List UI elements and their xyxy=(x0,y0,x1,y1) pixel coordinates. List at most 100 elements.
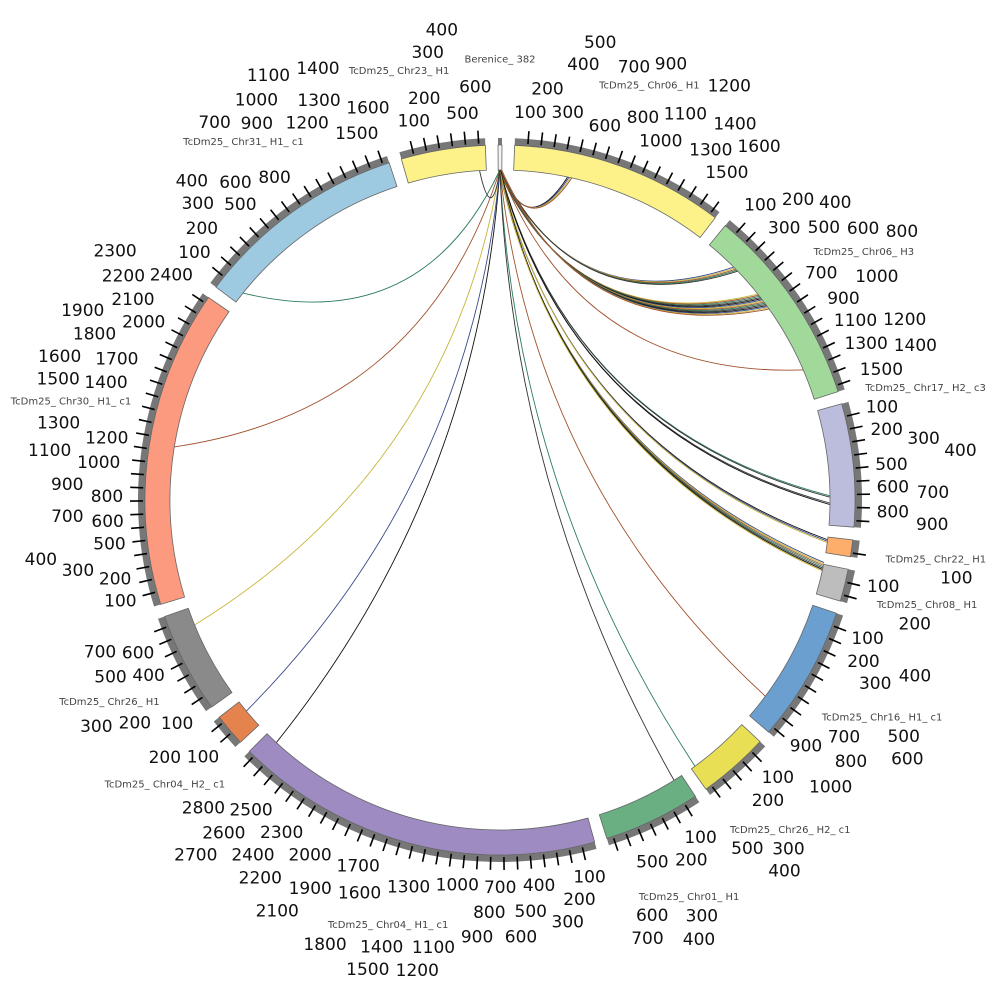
tick-label: 700 xyxy=(484,878,516,898)
tick-mark xyxy=(307,805,317,818)
tick-mark xyxy=(136,565,150,570)
ideogram-TcDm25_Chr26_H1[interactable] xyxy=(164,607,233,708)
ideogram-TcDm25_Chr01_H1[interactable] xyxy=(598,774,696,840)
chromosome-label: Berenice_ 382 xyxy=(464,55,535,66)
tick-label: 1500 xyxy=(37,369,80,389)
tick-label: 1500 xyxy=(705,163,748,183)
tick-label: 2000 xyxy=(122,313,165,333)
tick-label: 800 xyxy=(877,502,909,522)
link-ribbon xyxy=(500,169,823,570)
tick-mark xyxy=(280,200,290,213)
tick-mark xyxy=(722,778,732,790)
ideogram-TcDm25_Chr23_H1[interactable] xyxy=(400,144,487,184)
tick-label: 400 xyxy=(819,193,851,213)
tick-mark xyxy=(421,848,427,862)
tick-label: 1900 xyxy=(61,301,104,321)
tick-mark xyxy=(684,804,693,817)
link-ribbon xyxy=(246,169,501,712)
tick-label: 300 xyxy=(907,429,939,449)
tick-mark xyxy=(755,241,766,252)
ideogram-TcDm25_Chr04_H2_c1[interactable] xyxy=(218,701,260,743)
ideogram-TcDm25_Chr26_H2_c1[interactable] xyxy=(690,724,761,790)
tick-label: 200 xyxy=(149,748,181,768)
tick-label: 1200 xyxy=(396,961,439,981)
tick-mark xyxy=(448,853,453,867)
tick-label: 300 xyxy=(686,907,718,927)
tick-mark xyxy=(364,155,371,168)
tick-label: 1600 xyxy=(338,884,381,904)
chromosome-label: TcDm25_ Chr26_ H2_ c1 xyxy=(729,825,851,836)
tick-mark xyxy=(796,294,809,303)
tick-mark xyxy=(629,155,636,168)
tick-label: 2400 xyxy=(150,265,193,285)
tick-mark xyxy=(782,717,794,727)
tick-mark xyxy=(846,412,860,417)
tick-label: 400 xyxy=(25,550,57,570)
ideogram-Berenice_382[interactable] xyxy=(497,144,503,171)
tick-label: 600 xyxy=(122,643,154,663)
tick-label: 2600 xyxy=(202,824,245,844)
tick-label: 400 xyxy=(899,667,931,687)
tick-label: 100 xyxy=(851,629,883,649)
tick-label: 2100 xyxy=(111,290,154,310)
tick-label: 1500 xyxy=(346,960,389,980)
tick-mark xyxy=(604,146,611,160)
tick-label: 1300 xyxy=(387,877,430,897)
chromosome-label: TcDm25_ Chr26_ H1 xyxy=(58,697,159,708)
tick-mark xyxy=(811,673,824,682)
chromosome-label: TcDm25_ Chr30_ H1_ c1 xyxy=(10,397,132,408)
tick-label: 500 xyxy=(446,104,478,124)
link-ribbon xyxy=(499,169,675,781)
chromosome-label: TcDm25_ Chr23_ H1 xyxy=(348,66,449,77)
ideogram-TcDm25_Chr16_H1_c1[interactable] xyxy=(749,604,837,733)
tick-mark xyxy=(579,139,584,153)
tick-label: 2400 xyxy=(231,846,274,866)
ideogram-TcDm25_Chr04_H1_c1[interactable] xyxy=(248,733,596,856)
ideogram-TcDm25_Chr31_H1_c1[interactable] xyxy=(215,162,398,303)
tick-label: 1300 xyxy=(37,413,80,433)
tick-layer: 1002003004005006007008009001000110012001… xyxy=(25,21,977,981)
tick-label: 900 xyxy=(461,927,493,947)
tick-mark xyxy=(823,649,836,657)
ideogram-TcDm25_Chr17_H2_c3[interactable] xyxy=(817,403,856,528)
tick-mark xyxy=(369,833,376,847)
tick-mark xyxy=(159,638,172,646)
link-ribbon xyxy=(499,169,831,498)
tick-label: 1200 xyxy=(883,310,926,330)
tick-label: 300 xyxy=(411,43,443,63)
ideogram-scale-band xyxy=(514,138,720,218)
tick-mark xyxy=(170,662,183,670)
tick-mark xyxy=(711,786,721,798)
tick-label: 1700 xyxy=(337,857,380,877)
tick-label: 2100 xyxy=(256,902,299,922)
ideogram-TcDm25_Chr22_H1[interactable] xyxy=(825,536,854,558)
tick-mark xyxy=(803,305,816,314)
tick-label: 800 xyxy=(473,903,505,923)
tick-mark xyxy=(849,425,863,430)
tick-label: 300 xyxy=(552,913,584,933)
link-ribbon xyxy=(499,169,828,544)
tick-label: 700 xyxy=(618,57,650,77)
link-ribbon xyxy=(194,169,501,626)
tick-label: 200 xyxy=(531,80,563,100)
tick-mark xyxy=(553,134,557,148)
tick-mark xyxy=(211,266,223,277)
tick-mark xyxy=(351,160,359,173)
tick-label: 700 xyxy=(805,264,837,284)
tick-label: 600 xyxy=(636,906,668,926)
ideogram-TcDm25_Chr30_H1_c1[interactable] xyxy=(144,296,230,605)
tick-mark xyxy=(612,838,619,851)
ideogram-TcDm25_Chr06_H3[interactable] xyxy=(708,225,839,400)
ideogram-TcDm25_Chr08_H1[interactable] xyxy=(815,563,849,602)
tick-mark xyxy=(132,539,146,543)
tick-label: 1100 xyxy=(834,311,877,331)
ideogram-TcDm25_Chr06_H1[interactable] xyxy=(513,144,716,239)
tick-label: 1300 xyxy=(689,141,732,161)
tick-mark xyxy=(843,594,857,600)
tick-label: 500 xyxy=(93,535,125,555)
tick-label: 200 xyxy=(408,89,440,109)
tick-mark xyxy=(183,685,196,694)
link-ribbon xyxy=(242,169,501,303)
tick-mark xyxy=(462,855,466,869)
tick-label: 300 xyxy=(552,103,584,123)
